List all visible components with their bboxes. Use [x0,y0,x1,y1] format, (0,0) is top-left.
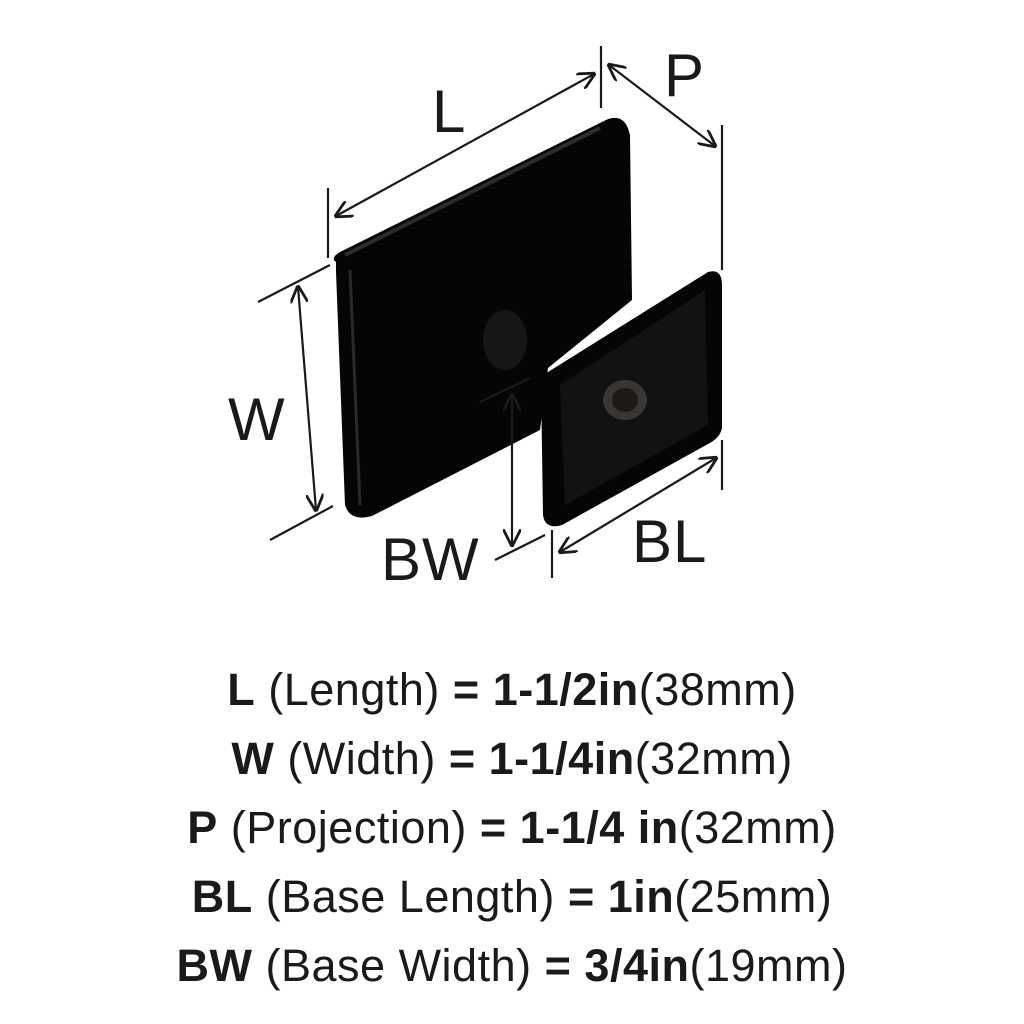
spec-equals: = [452,664,480,715]
spec-inches: 1-1/2in [492,664,639,715]
spec-name: (Base Width) [265,940,532,991]
spec-row-projection: P (Projection) = 1-1/4 in(32mm) [0,793,1024,862]
spec-inches: 1in [607,871,675,922]
spec-row-length: L (Length) = 1-1/2in(38mm) [0,655,1024,724]
spec-row-base-width: BW (Base Width) = 3/4in(19mm) [0,931,1024,1000]
spec-code: P [187,802,218,853]
dimension-diagram: L P W BW BL [228,42,724,593]
spec-inches: 3/4in [584,940,690,991]
spec-mm: (32mm) [634,733,793,784]
label-L: L [432,78,466,145]
dimension-lines [257,46,724,578]
spec-code: L [227,664,256,715]
spec-equals: = [479,802,507,853]
spec-name: (Base Length) [265,871,555,922]
spec-name: (Width) [287,733,436,784]
spec-mm: (19mm) [689,940,848,991]
dimension-specs: L (Length) = 1-1/2in(38mm) W (Width) = 1… [0,655,1024,1000]
spec-equals: = [567,871,595,922]
spec-equals: = [448,733,476,784]
spec-row-width: W (Width) = 1-1/4in(32mm) [0,724,1024,793]
spec-name: (Projection) [230,802,467,853]
spec-mm: (38mm) [638,664,797,715]
spec-row-base-length: BL (Base Length) = 1in(25mm) [0,862,1024,931]
spec-code: BL [191,871,253,922]
label-W: W [228,386,286,453]
label-BW: BW [381,526,480,593]
spec-mm: (32mm) [678,802,837,853]
spec-inches: 1-1/4 in [519,802,679,853]
spec-name: (Length) [268,664,440,715]
spec-mm: (25mm) [674,871,833,922]
label-BL: BL [632,508,707,575]
spec-code: W [231,733,275,784]
spec-code: BW [176,940,253,991]
label-P: P [664,42,705,109]
spec-equals: = [544,940,572,991]
spec-inches: 1-1/4in [488,733,635,784]
